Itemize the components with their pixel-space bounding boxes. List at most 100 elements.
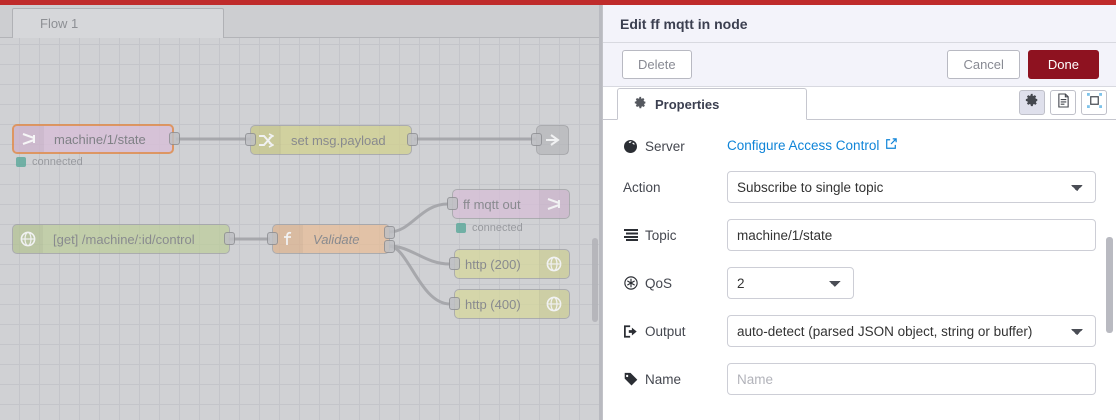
panel-action-buttons: Delete Cancel Done	[603, 43, 1116, 87]
delete-button[interactable]: Delete	[622, 50, 692, 79]
qos-field: 012	[727, 267, 854, 299]
panel-tab-strip: Properties	[603, 87, 1116, 120]
flow-tab-flow-1[interactable]: Flow 1	[12, 8, 224, 39]
port-change-output[interactable]	[407, 133, 418, 146]
app-top-bar	[0, 0, 1116, 5]
flow-node-mqtt-out-label: ff mqtt out	[463, 196, 521, 212]
tab-properties[interactable]: Properties	[617, 88, 807, 120]
output-field: auto-detect (parsed JSON object, string …	[727, 315, 1096, 347]
globe-icon	[623, 139, 638, 153]
flow-node-http-400-label: http (400)	[465, 296, 521, 312]
list-icon	[623, 229, 638, 241]
description-icon	[1057, 92, 1070, 113]
flow-node-mqtt-out[interactable]: ff mqtt out	[452, 189, 570, 219]
globe-icon	[539, 290, 569, 318]
flow-node-mqtt-in-label: machine/1/state	[54, 131, 146, 147]
flow-node-mqtt-in[interactable]: machine/1/state	[12, 124, 174, 154]
topic-field	[727, 219, 1096, 251]
panel-header: Edit ff mqtt in node	[603, 5, 1116, 43]
qos-label: QoS	[645, 275, 673, 291]
topic-label: Topic	[645, 227, 677, 243]
port-http-200-input[interactable]	[449, 257, 460, 270]
configure-access-control-link[interactable]: Configure Access Control	[727, 138, 898, 153]
output-label: Output	[645, 323, 686, 339]
server-label: Server	[645, 138, 685, 154]
flow-canvas[interactable]: machine/1/state connected set msg.payloa…	[0, 38, 600, 420]
panel-resize-handle[interactable]	[599, 5, 602, 420]
canvas-vertical-scrollbar[interactable]	[592, 238, 598, 322]
action-label-group: Action	[623, 180, 727, 195]
output-label-group: Output	[623, 324, 727, 339]
form-row-name: Name	[623, 363, 1096, 395]
debug-icon	[537, 126, 568, 154]
external-link-icon	[885, 138, 898, 153]
flow-node-debug[interactable]	[536, 125, 569, 155]
port-mqtt-out-input[interactable]	[447, 197, 458, 210]
port-change-input[interactable]	[245, 133, 256, 146]
gear-icon	[634, 96, 647, 112]
function-icon	[273, 225, 303, 253]
port-http-in-output[interactable]	[224, 232, 235, 245]
flow-node-http-200[interactable]: http (200)	[454, 249, 570, 279]
server-field: Configure Access Control	[727, 137, 1096, 155]
topic-input[interactable]	[727, 219, 1096, 251]
form-row-qos: QoS 012	[623, 267, 1096, 299]
appearance-icon-button[interactable]	[1081, 90, 1107, 115]
flow-node-change[interactable]: set msg.payload	[250, 125, 412, 155]
gear-icon-button[interactable]	[1019, 90, 1045, 115]
node-edit-panel: Edit ff mqtt in node Delete Cancel Done …	[602, 5, 1116, 420]
action-select[interactable]: Subscribe to single topicSubscribe to mu…	[727, 171, 1096, 203]
appearance-icon	[1086, 92, 1102, 113]
flow-node-change-label: set msg.payload	[291, 132, 386, 148]
form-row-topic: Topic	[623, 219, 1096, 251]
port-function-output-1[interactable]	[384, 226, 395, 239]
flow-tab-bar: Flow 1	[0, 5, 600, 39]
qos-select[interactable]: 012	[727, 267, 854, 299]
globe-icon	[539, 250, 569, 278]
node-properties-form: Server Configure Access Control	[603, 120, 1116, 395]
configure-access-control-label: Configure Access Control	[727, 138, 880, 153]
output-select[interactable]: auto-detect (parsed JSON object, string …	[727, 315, 1096, 347]
action-label: Action	[623, 179, 661, 195]
cancel-button[interactable]: Cancel	[947, 50, 1020, 79]
action-field: Subscribe to single topicSubscribe to mu…	[727, 171, 1096, 203]
done-button[interactable]: Done	[1027, 50, 1099, 79]
panel-vertical-scrollbar[interactable]	[1106, 237, 1113, 333]
name-label-group: Name	[623, 372, 727, 387]
panel-title: Edit ff mqtt in node	[620, 15, 748, 32]
topic-label-group: Topic	[623, 228, 727, 243]
server-label-group: Server	[623, 139, 727, 154]
port-function-input[interactable]	[267, 232, 278, 245]
form-row-action: Action Subscribe to single topicSubscrib…	[623, 171, 1096, 203]
name-input[interactable]	[727, 363, 1096, 395]
flow-node-mqtt-in-status: connected	[16, 156, 83, 168]
port-mqtt-in-output[interactable]	[169, 132, 180, 145]
tag-icon	[623, 372, 638, 386]
flow-node-mqtt-out-status: connected	[456, 222, 523, 234]
flow-editor-area: Flow 1	[0, 5, 600, 420]
mqtt-icon	[539, 190, 569, 218]
qos-label-group: QoS	[623, 276, 727, 291]
flow-node-function[interactable]: Validate	[272, 224, 390, 254]
flow-node-http-400[interactable]: http (400)	[454, 289, 570, 319]
panel-tab-icon-buttons	[1019, 90, 1107, 115]
gear-icon	[1025, 93, 1039, 112]
globe-icon	[13, 225, 43, 253]
flow-node-http-200-label: http (200)	[465, 256, 521, 272]
status-text: connected	[472, 222, 523, 234]
port-http-400-input[interactable]	[449, 297, 460, 310]
mqtt-icon	[14, 126, 44, 152]
flow-tab-label: Flow 1	[40, 16, 79, 31]
name-field	[727, 363, 1096, 395]
form-row-server: Server Configure Access Control	[623, 137, 1096, 155]
flow-node-http-in[interactable]: [get] /machine/:id/control	[12, 224, 230, 254]
port-function-output-2[interactable]	[384, 240, 395, 253]
description-icon-button[interactable]	[1050, 90, 1076, 115]
shuffle-icon	[251, 126, 281, 154]
asterisk-icon	[623, 276, 638, 290]
sign-out-icon	[623, 324, 638, 338]
status-text: connected	[32, 156, 83, 168]
flow-node-http-in-label: [get] /machine/:id/control	[53, 231, 195, 247]
port-debug-input[interactable]	[531, 133, 542, 146]
